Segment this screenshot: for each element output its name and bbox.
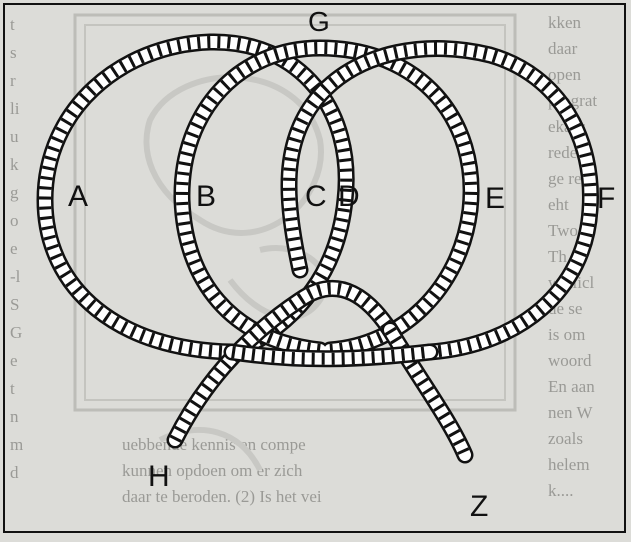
label-h: H xyxy=(148,462,170,492)
label-z: Z xyxy=(470,492,488,522)
label-g: G xyxy=(308,8,330,36)
label-e: E xyxy=(485,184,505,214)
label-f: F xyxy=(597,184,615,214)
label-a: A xyxy=(68,182,88,212)
label-d: D xyxy=(338,182,360,212)
figure-border xyxy=(3,3,626,533)
label-c: C xyxy=(305,182,327,212)
label-b: B xyxy=(196,182,216,212)
